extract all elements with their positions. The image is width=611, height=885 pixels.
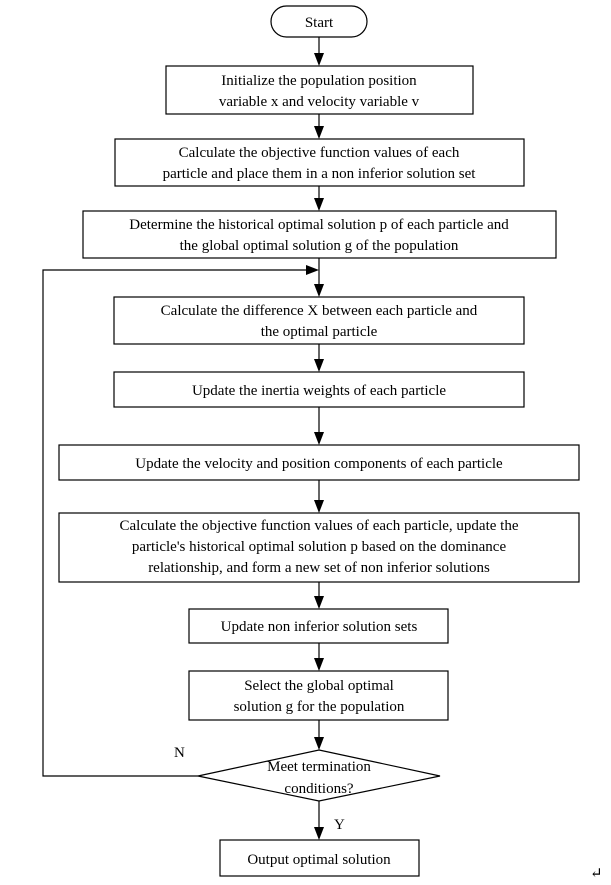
node-select: Select the global optimal solution g for… [188, 670, 449, 721]
output-label: Output optimal solution [247, 852, 391, 868]
paragraph-mark: ↵ [590, 866, 603, 882]
inertia-label: Update the inertia weights of each parti… [192, 383, 446, 399]
calc-obj-line-1: Calculate the objective function values … [179, 145, 460, 161]
loop-back-line [42, 269, 306, 777]
select-line-2: solution g for the population [234, 699, 405, 715]
velocity-box [58, 444, 580, 481]
inertia-box [113, 371, 525, 408]
determine-box [82, 210, 557, 259]
node-calc-update: Calculate the objective function values … [58, 512, 580, 583]
node-init: Initialize the population position varia… [165, 65, 474, 115]
update-set-label: Update non inferior solution sets [221, 619, 418, 635]
node-calc-obj: Calculate the objective function values … [114, 138, 525, 187]
arrowhead-calc-update [314, 500, 324, 513]
arrowhead-init [314, 53, 324, 66]
select-line-1: Select the global optimal [244, 678, 394, 694]
calc-update-line-2: particle's historical optimal solution p… [132, 539, 507, 555]
calc-obj-box [114, 138, 525, 187]
calc-update-box [58, 512, 580, 583]
calc-update-line-3: relationship, and form a new set of non … [148, 560, 490, 576]
calc-diff-line-2: the optimal particle [261, 324, 378, 340]
calc-diff-line-1: Calculate the difference X between each … [161, 303, 478, 319]
arrowhead-decision [314, 737, 324, 750]
node-decision: Meet termination conditions? [197, 749, 441, 802]
node-start: Start [270, 5, 368, 38]
output-box [219, 839, 420, 877]
start-label: Start [305, 15, 334, 31]
decision-diamond [197, 749, 441, 802]
decision-line-2: conditions? [284, 781, 353, 797]
arrowhead-output [314, 827, 324, 840]
arrowhead-inertia [314, 359, 324, 372]
velocity-label: Update the velocity and position compone… [135, 456, 503, 472]
node-update-set: Update non inferior solution sets [188, 608, 449, 644]
node-inertia: Update the inertia weights of each parti… [113, 371, 525, 408]
arrowhead-select [314, 658, 324, 671]
decision-line-1: Meet termination [267, 759, 371, 775]
edge-label-no: N [174, 745, 185, 761]
arrowhead-calc-diff [314, 284, 324, 297]
start-terminal [270, 5, 368, 38]
init-box [165, 65, 474, 115]
node-output: Output optimal solution [219, 839, 420, 877]
edge-label-yes: Y [334, 817, 345, 833]
calc-diff-box [113, 296, 525, 345]
select-box [188, 670, 449, 721]
update-set-box [188, 608, 449, 644]
calc-update-line-1: Calculate the objective function values … [120, 518, 519, 534]
init-line-2: variable x and velocity variable v [219, 94, 420, 110]
node-determine: Determine the historical optimal solutio… [82, 210, 557, 259]
determine-line-1: Determine the historical optimal solutio… [129, 217, 509, 233]
init-line-1: Initialize the population position [221, 73, 417, 89]
arrowhead-velocity [314, 432, 324, 445]
arrowhead-calc-obj [314, 126, 324, 139]
arrowhead-update-set [314, 596, 324, 609]
node-velocity: Update the velocity and position compone… [58, 444, 580, 481]
arrowhead-loop-back [306, 265, 319, 275]
calc-obj-line-2: particle and place them in a non inferio… [163, 166, 477, 182]
arrowhead-determine [314, 198, 324, 211]
determine-line-2: the global optimal solution g of the pop… [180, 238, 459, 254]
node-calc-diff: Calculate the difference X between each … [113, 296, 525, 345]
